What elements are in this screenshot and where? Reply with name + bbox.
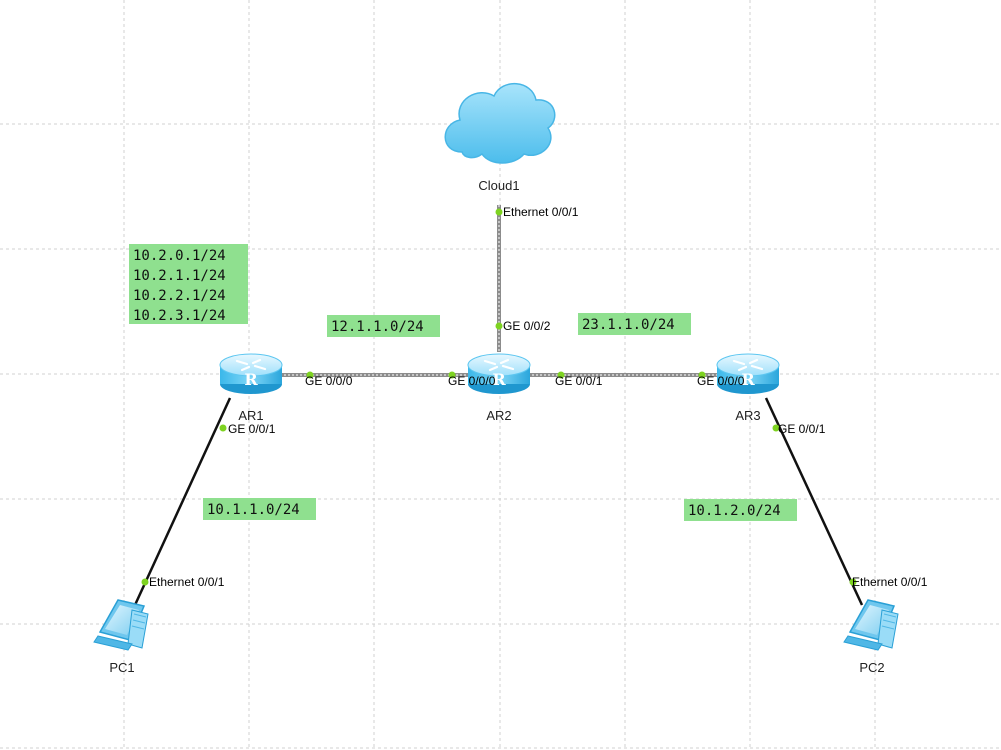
ar3-node[interactable]: AR3: [715, 352, 781, 423]
pc1-eth-port-label: Ethernet 0/0/1: [149, 575, 225, 589]
ar2-node[interactable]: AR2: [466, 352, 532, 423]
ar2-ge000-port-label: GE 0/0/0: [448, 374, 496, 388]
subnet-ar1-ar2: 12.1.1.0/24: [327, 315, 440, 337]
ar2-ge002-port-label: GE 0/0/2: [503, 319, 551, 333]
port-dot: [698, 371, 706, 379]
pc2-node[interactable]: PC2: [843, 599, 899, 675]
ar1-ge000-port-label: GE 0/0/0: [305, 374, 353, 388]
pc-icon: [843, 599, 899, 651]
subnet-label: 12.1.1.0/24: [331, 319, 424, 335]
subnet-ar3-pc2: 10.1.2.0/24: [684, 499, 797, 521]
loopback-address: 10.2.1.1/24: [133, 268, 226, 284]
port-dot: [495, 322, 503, 330]
loopback-address: 10.2.3.1/24: [133, 308, 226, 324]
port-dot: [557, 371, 565, 379]
port-dot: [448, 371, 456, 379]
cloud-icon: [444, 82, 556, 164]
subnet-label: 10.1.2.0/24: [688, 503, 781, 519]
port-dot: [495, 208, 503, 216]
loopback-box: 10.2.0.1/24 10.2.1.1/24 10.2.2.1/24 10.2…: [129, 244, 248, 324]
port-dot: [141, 578, 149, 586]
pc1-node[interactable]: PC1: [93, 599, 149, 675]
ar3-label: AR3: [735, 408, 760, 423]
router-icon: [218, 352, 284, 396]
port-dots: [141, 208, 857, 586]
ar1-node[interactable]: AR1: [218, 352, 284, 423]
link-ar3-pc2[interactable]: [764, 397, 864, 606]
pc2-label: PC2: [859, 660, 884, 675]
ar2-label: AR2: [486, 408, 511, 423]
cloud1-eth-port-label: Ethernet 0/0/1: [503, 205, 579, 219]
ar2-ge001-port-label: GE 0/0/1: [555, 374, 603, 388]
link-ar1-pc1[interactable]: [133, 397, 232, 606]
port-dot: [849, 578, 857, 586]
cloud1-node[interactable]: Cloud1: [444, 82, 556, 193]
ar1-label: AR1: [238, 408, 263, 423]
ar3-ge001-port-label: GE 0/0/1: [778, 422, 826, 436]
subnet-label: 10.1.1.0/24: [207, 502, 300, 518]
subnet-ar2-ar3: 23.1.1.0/24: [578, 313, 691, 335]
port-labels: Ethernet 0/0/1 GE 0/0/2 GE 0/0/0 GE 0/0/…: [149, 205, 928, 589]
pc2-eth-port-label: Ethernet 0/0/1: [852, 575, 928, 589]
port-dot: [306, 371, 314, 379]
pc-icon: [93, 599, 149, 651]
pc1-label: PC1: [109, 660, 134, 675]
loopback-address: 10.2.2.1/24: [133, 288, 226, 304]
port-dot: [772, 424, 780, 432]
subnet-ar1-pc1: 10.1.1.0/24: [203, 498, 316, 520]
port-dot: [219, 424, 227, 432]
ar3-ge000-port-label: GE 0/0/0: [697, 374, 745, 388]
loopback-address: 10.2.0.1/24: [133, 248, 226, 264]
subnet-label: 23.1.1.0/24: [582, 317, 675, 333]
cloud1-label: Cloud1: [478, 178, 519, 193]
loopback-box-bg: [129, 244, 248, 324]
ar1-ge001-port-label: GE 0/0/1: [228, 422, 276, 436]
